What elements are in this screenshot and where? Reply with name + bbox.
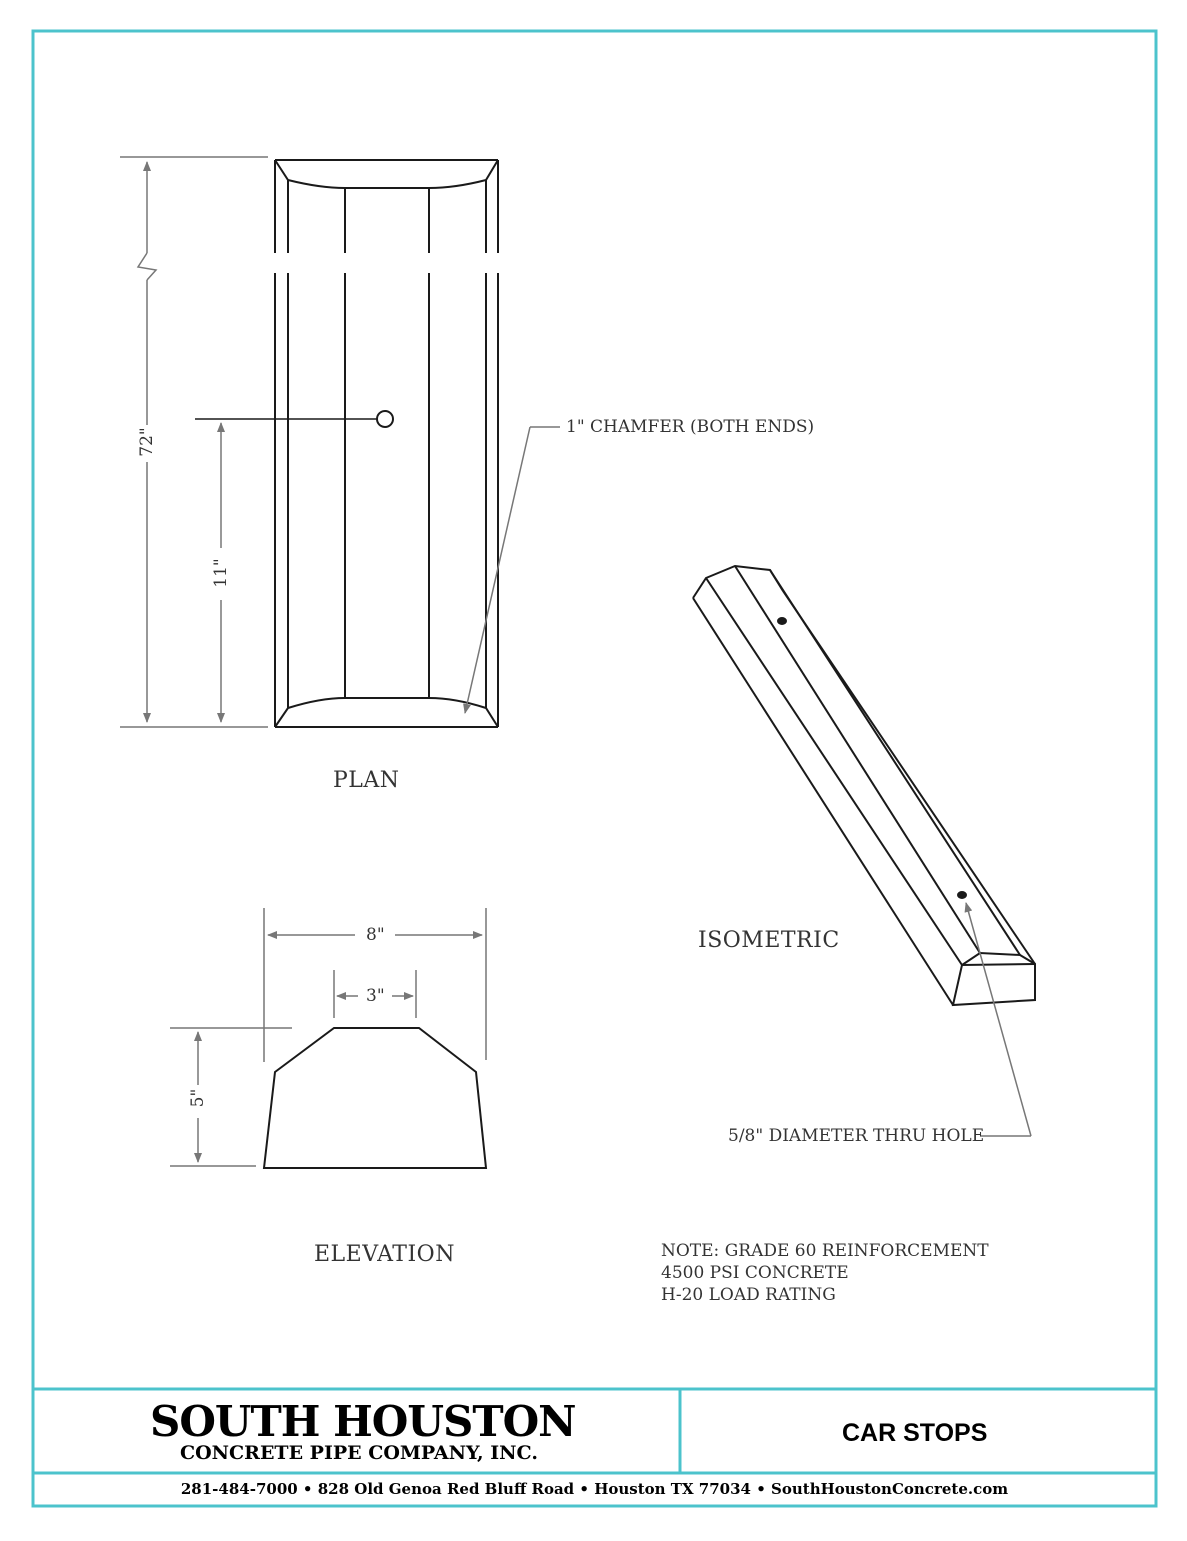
company-name: SOUTH HOUSTON	[150, 1397, 577, 1446]
notes-block: NOTE: GRADE 60 REINFORCEMENT 4500 PSI CO…	[661, 1240, 989, 1306]
iso-hole-top	[777, 617, 787, 625]
iso-hole-bottom	[957, 891, 967, 899]
note-line: NOTE: GRADE 60 REINFORCEMENT	[661, 1241, 989, 1261]
company-subtitle: CONCRETE PIPE COMPANY, INC.	[180, 1442, 538, 1464]
plan-dimensions	[120, 156, 560, 728]
plan-hole	[376, 410, 394, 428]
isometric-callout	[964, 902, 1032, 1137]
dim-base-width-label: 8"	[366, 925, 385, 945]
dim-height-label: 5"	[188, 1088, 208, 1108]
isometric-label: ISOMETRIC	[698, 928, 840, 953]
dim-top-width-label: 3"	[366, 986, 385, 1006]
plan-label: PLAN	[333, 768, 400, 793]
dim-length-label: 72"	[137, 427, 157, 457]
hole-callout: 5/8" DIAMETER THRU HOLE	[728, 1126, 985, 1146]
elevation-view	[262, 1027, 488, 1169]
chamfer-callout: 1" CHAMFER (BOTH ENDS)	[566, 417, 815, 437]
elevation-label: ELEVATION	[314, 1242, 455, 1267]
product-title: CAR STOPS	[842, 1419, 988, 1447]
dim-hole-offset-label: 11"	[211, 558, 231, 588]
page-border	[31, 29, 1158, 1508]
contact-line: 281-484-7000 • 828 Old Genoa Red Bluff R…	[180, 1480, 1009, 1498]
note-line: 4500 PSI CONCRETE	[661, 1263, 849, 1283]
elevation-dimensions	[170, 908, 487, 1167]
plan-view	[274, 159, 499, 728]
note-line: H-20 LOAD RATING	[661, 1285, 836, 1305]
isometric-view	[692, 564, 1036, 1007]
